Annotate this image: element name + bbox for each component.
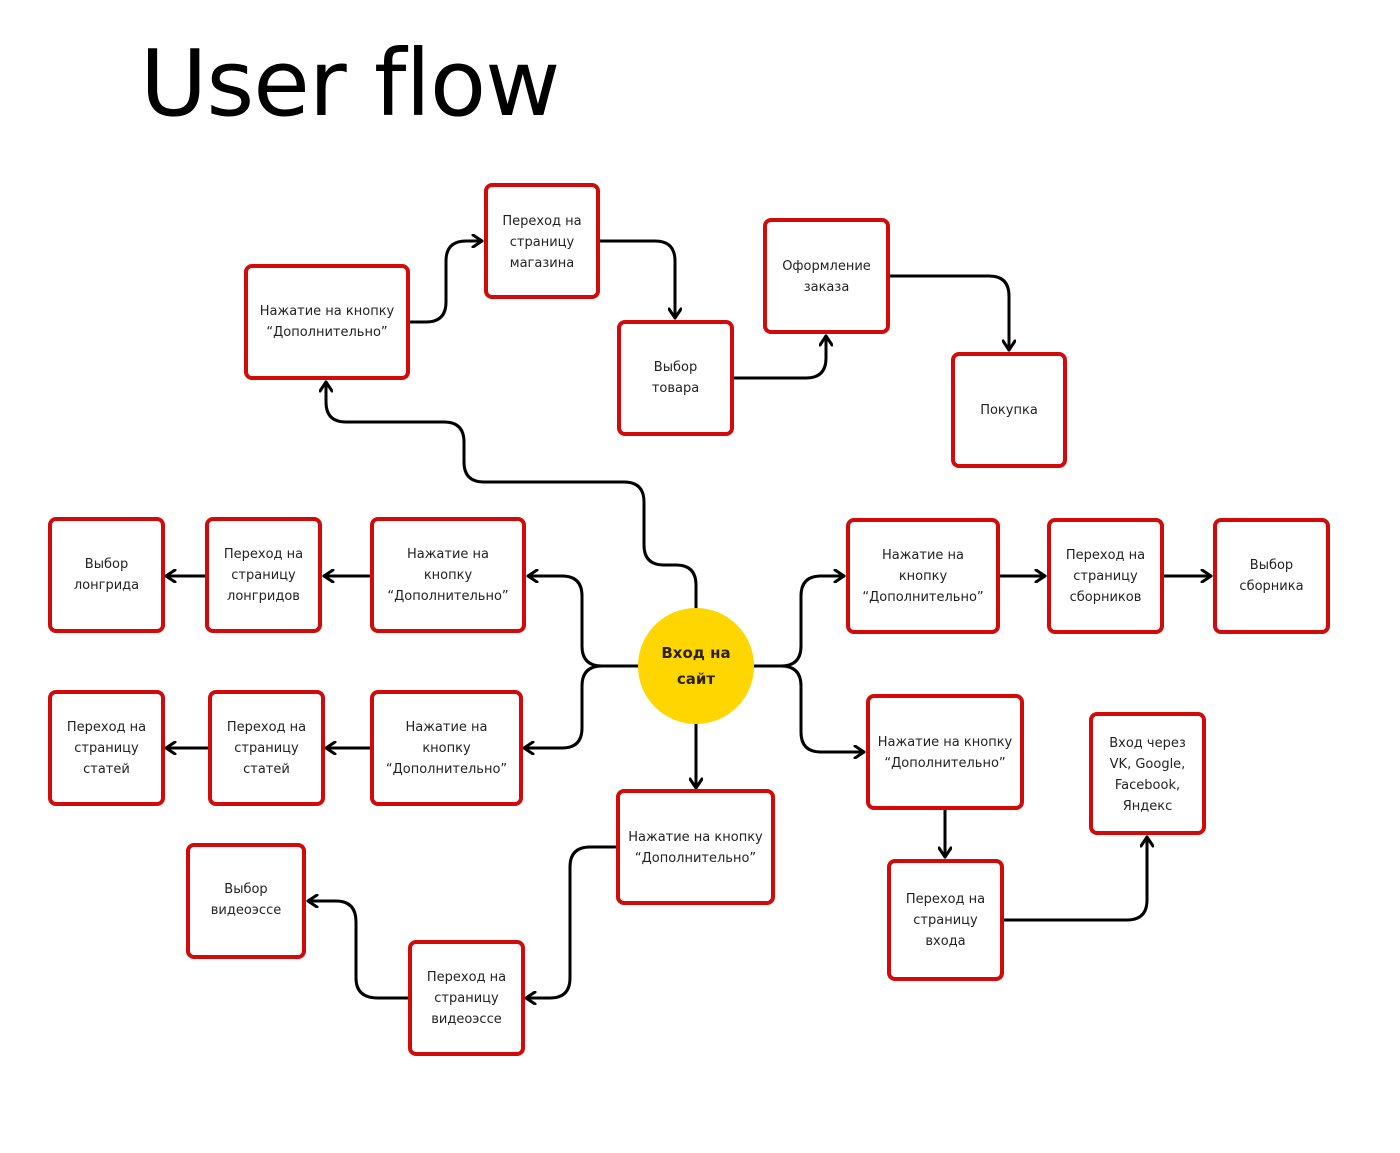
page-title: User flow [140,30,560,137]
edge-start-collections-more [752,576,846,668]
edge-start-login-more [779,664,866,752]
node-collections-page[interactable]: Переход на страницу сборников [1047,518,1164,634]
node-label: Выбор лонгрида [73,557,140,593]
edge-video-more-page [524,845,617,998]
node-label: Выбор видеоэссе [210,882,282,918]
node-label: Переход на страницу видеоэссе [426,969,507,1027]
node-label: Нажатие на кнопку “Дополнительно” [387,546,509,604]
node-login-more-button[interactable]: Нажатие на кнопку “Дополнительно” [866,694,1024,810]
start-node[interactable]: Вход на сайт [638,608,754,724]
edge-start-shop-more [326,380,698,610]
node-shop-more-button[interactable]: Нажатие на кнопку “Дополнительно” [244,264,410,380]
node-articles-page-2[interactable]: Переход на страницу статей [48,690,165,806]
node-label: Переход на страницу сборников [1065,547,1146,605]
node-purchase[interactable]: Покупка [951,352,1067,468]
edge-product-checkout [732,334,826,380]
start-node-label: Вход на сайт [661,644,731,688]
node-label: Переход на страницу магазина [502,214,582,271]
edge-video-page-choice [306,901,410,1000]
edge-checkout-purchase [888,274,1009,352]
node-label: Нажатие на кнопку “Дополнительно” [259,304,395,340]
node-longread-page[interactable]: Переход на страницу лонгридов [205,517,322,633]
edge-start-longread-more [526,576,640,668]
node-longread-choice[interactable]: Выбор лонгрида [48,517,165,633]
node-label: Переход на страницу статей [66,719,147,777]
node-label: Нажатие на кнопку “Дополнительно” [862,547,984,605]
node-video-page[interactable]: Переход на страницу видеоэссе [408,940,525,1056]
node-label: Вход через VK, Google, Facebook, Яндекс [1109,736,1186,814]
node-checkout[interactable]: Оформление заказа [763,218,890,334]
node-shop-page[interactable]: Переход на страницу магазина [484,183,600,299]
node-articles-more-button[interactable]: Нажатие на кнопку “Дополнительно” [370,690,523,806]
node-label: Выбор товара [651,360,700,396]
edge-shop-more-shop-page [408,241,484,324]
node-label: Выбор сборника [1239,558,1304,594]
node-label: Покупка [980,402,1038,418]
node-social-login[interactable]: Вход через VK, Google, Facebook, Яндекс [1089,712,1206,835]
node-label: Переход на страницу статей [226,719,307,777]
node-label: Нажатие на кнопку “Дополнительно” [877,735,1013,771]
node-label: Переход на страницу лонгридов [223,546,304,604]
edge-shop-page-product [598,239,675,320]
node-label: Переход на страницу входа [905,891,986,949]
node-label: Нажатие на кнопку “Дополнительно” [628,830,763,866]
node-articles-page[interactable]: Переход на страницу статей [208,690,325,806]
node-longread-more-button[interactable]: Нажатие на кнопку “Дополнительно” [370,517,526,633]
node-video-more-button[interactable]: Нажатие на кнопку “Дополнительно” [616,789,775,905]
node-video-choice[interactable]: Выбор видеоэссе [186,843,306,959]
node-collections-more-button[interactable]: Нажатие на кнопку “Дополнительно” [846,518,1000,634]
node-login-page[interactable]: Переход на страницу входа [887,859,1004,981]
edge-start-articles-more [522,664,604,748]
node-label: Оформление заказа [782,259,871,295]
node-label: Нажатие на кнопку “Дополнительно” [385,719,508,777]
node-product-choice[interactable]: Выбор товара [617,320,734,436]
node-collection-choice[interactable]: Выбор сборника [1213,518,1330,634]
edge-login-page-social [1002,835,1147,922]
